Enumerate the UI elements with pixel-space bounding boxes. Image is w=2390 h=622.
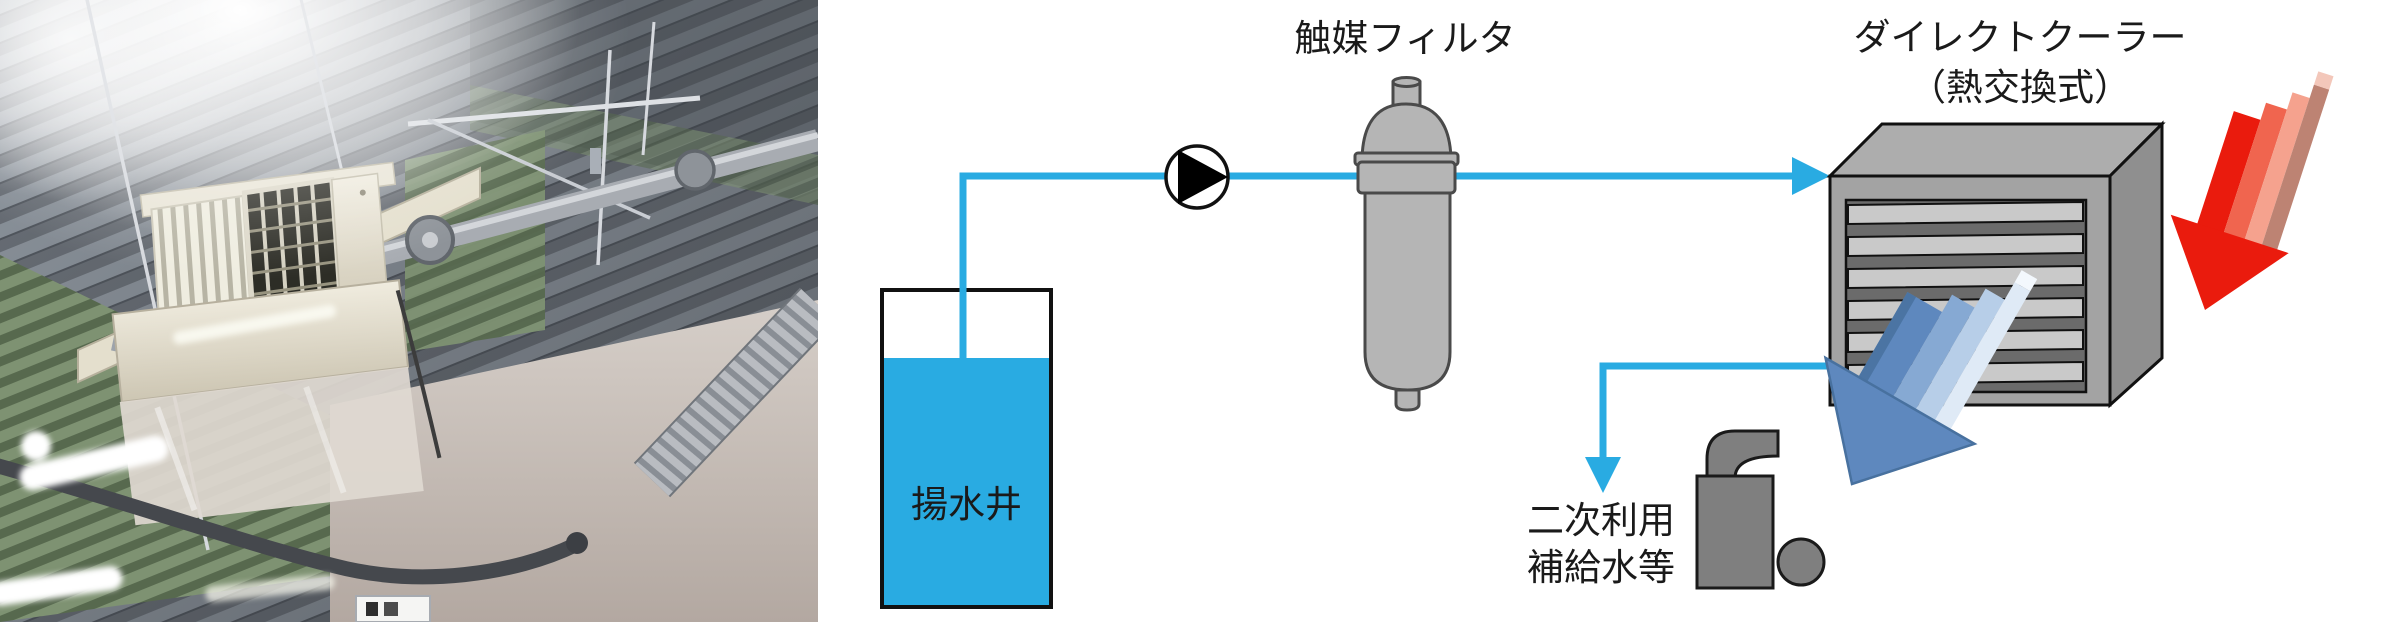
installation-photo-svg — [0, 0, 837, 622]
pipe-flange-2 — [674, 149, 716, 191]
unit-plastic-sheet — [119, 366, 424, 526]
hot-air-arrow-icon — [2170, 71, 2334, 310]
branch-pipe — [1585, 362, 1895, 493]
tank-label: 揚水井 — [911, 483, 1022, 526]
floor-pipe — [0, 458, 588, 585]
unit-cable — [395, 289, 442, 459]
fluorescent-lights — [0, 304, 337, 606]
light-flare-wash — [0, 0, 630, 280]
secondary-use-machine-icon — [1695, 429, 1826, 590]
flexible-duct — [633, 287, 837, 498]
rear-wall — [330, 300, 818, 622]
cooler-subtitle: （熱交換式） — [1909, 66, 2131, 109]
secondary-use-label-line1: 二次利用 — [1527, 499, 1675, 542]
pump-icon — [1164, 144, 1230, 210]
cooler-title: ダイレクトクーラー — [1853, 16, 2187, 59]
water-tank-icon — [880, 288, 1053, 609]
secondary-use-label-line2: 補給水等 — [1527, 546, 1675, 589]
catalyst-filter-icon — [1353, 76, 1460, 412]
filter-label: 触媒フィルタ — [1294, 17, 1516, 60]
water-pipe — [959, 157, 1830, 360]
direct-cooler-3d-icon — [1826, 120, 2166, 409]
cold-air-arrow-icon — [1823, 270, 2038, 486]
flow-arrow-icon — [1792, 157, 1830, 195]
small-wall-sign — [355, 595, 431, 622]
installation-photo — [0, 0, 837, 622]
branch-flow-arrow-icon — [1585, 457, 1621, 493]
